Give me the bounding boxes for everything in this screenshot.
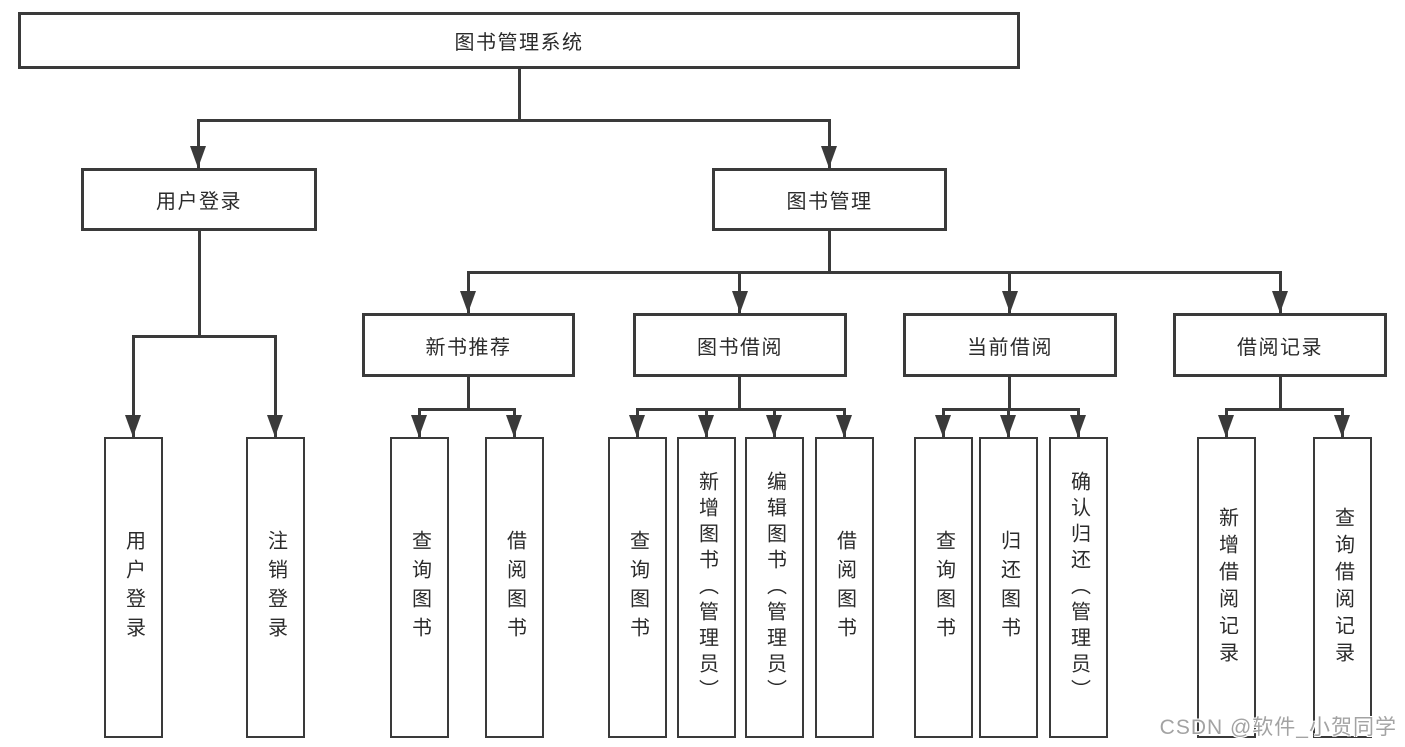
- leaf-label: 新增借阅记录: [1215, 506, 1238, 669]
- leaf-label: 新增图书（管理员）: [695, 470, 718, 705]
- connector-line: [418, 408, 516, 411]
- leaf-query-borrow-record: 查询借阅记录: [1313, 437, 1372, 738]
- arrow-down-icon: [1070, 415, 1086, 437]
- node-book-management: 图书管理: [712, 168, 947, 231]
- arrow-down-icon: [1334, 415, 1350, 437]
- connector-line: [1225, 408, 1344, 411]
- arrow-down-icon: [836, 415, 852, 437]
- arrow-down-icon: [1218, 415, 1234, 437]
- arrow-down-icon: [460, 291, 476, 313]
- leaf-borrow-book-1: 借阅图书: [485, 437, 544, 738]
- leaf-label: 归还图书: [997, 529, 1020, 646]
- node-book-borrow: 图书借阅: [633, 313, 847, 377]
- arrow-down-icon: [766, 415, 782, 437]
- leaf-user-login: 用户登录: [104, 437, 163, 738]
- arrow-down-icon: [732, 291, 748, 313]
- leaf-add-borrow-record: 新增借阅记录: [1197, 437, 1256, 738]
- connector-line: [467, 271, 1282, 274]
- node-current-borrow: 当前借阅: [903, 313, 1117, 377]
- watermark: CSDN @软件_小贺同学: [1159, 716, 1397, 739]
- connector-line: [197, 119, 200, 168]
- arrow-down-icon: [935, 415, 951, 437]
- leaf-label: 查询图书: [408, 529, 431, 646]
- leaf-logout: 注销登录: [246, 437, 305, 738]
- arrow-down-icon: [821, 146, 837, 168]
- connector-line: [467, 376, 470, 408]
- leaf-return-book: 归还图书: [979, 437, 1038, 738]
- leaf-label: 注销登录: [264, 529, 287, 646]
- leaf-add-book-admin: 新增图书（管理员）: [677, 437, 736, 738]
- node-user-login: 用户登录: [81, 168, 317, 231]
- arrow-down-icon: [506, 415, 522, 437]
- connector-line: [1279, 376, 1282, 408]
- leaf-query-book-1: 查询图书: [390, 437, 449, 738]
- node-root: 图书管理系统: [18, 12, 1020, 69]
- connector-line: [132, 335, 135, 437]
- connector-line: [197, 119, 831, 122]
- leaf-label: 查询图书: [932, 529, 955, 646]
- leaf-borrow-book-2: 借阅图书: [815, 437, 874, 738]
- arrow-down-icon: [267, 415, 283, 437]
- connector-line: [132, 335, 277, 338]
- arrow-down-icon: [1272, 291, 1288, 313]
- leaf-label: 查询借阅记录: [1331, 506, 1354, 669]
- arrow-down-icon: [411, 415, 427, 437]
- leaf-confirm-return-admin: 确认归还（管理员）: [1049, 437, 1108, 738]
- leaf-label: 确认归还（管理员）: [1067, 470, 1090, 705]
- leaf-label: 用户登录: [122, 529, 145, 646]
- connector-line: [828, 230, 831, 271]
- arrow-down-icon: [1000, 415, 1016, 437]
- connector-line: [518, 69, 521, 120]
- connector-line: [942, 408, 1080, 411]
- arrow-down-icon: [698, 415, 714, 437]
- leaf-label: 编辑图书（管理员）: [763, 470, 786, 705]
- arrow-down-icon: [190, 146, 206, 168]
- connector-line: [1008, 376, 1011, 408]
- leaf-label: 借阅图书: [833, 529, 856, 646]
- arrow-down-icon: [629, 415, 645, 437]
- connector-line: [828, 119, 831, 168]
- leaf-edit-book-admin: 编辑图书（管理员）: [745, 437, 804, 738]
- leaf-query-book-2: 查询图书: [608, 437, 667, 738]
- leaf-query-book-3: 查询图书: [914, 437, 973, 738]
- leaf-label: 借阅图书: [503, 529, 526, 646]
- connector-line: [636, 408, 846, 411]
- arrow-down-icon: [125, 415, 141, 437]
- node-new-book-recommend: 新书推荐: [362, 313, 575, 377]
- node-borrow-records: 借阅记录: [1173, 313, 1387, 377]
- connector-line: [274, 335, 277, 437]
- connector-line: [738, 376, 741, 408]
- leaf-label: 查询图书: [626, 529, 649, 646]
- connector-line: [198, 230, 201, 335]
- arrow-down-icon: [1002, 291, 1018, 313]
